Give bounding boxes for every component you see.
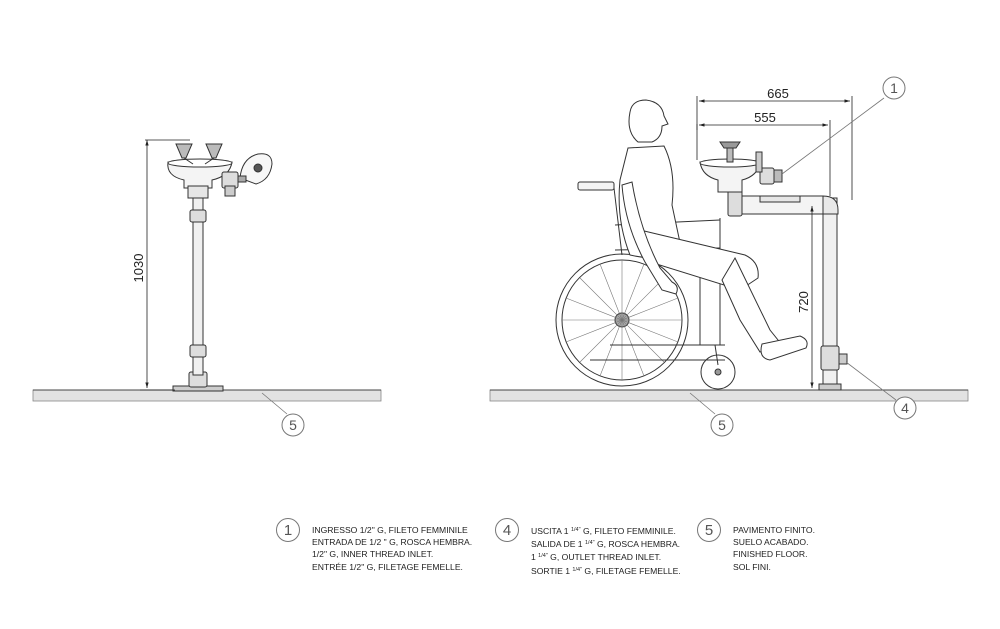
legend-line: ENTRÉE 1/2" G, FILETAGE FEMELLE. <box>312 561 463 572</box>
svg-text:4: 4 <box>901 400 909 416</box>
legend-text: USCITA 1 1/4" G, FILETO FEMMINILE. SALIDA… <box>531 517 681 577</box>
callout-floor-left: 5 <box>261 392 305 437</box>
legend-item-inlet: 1 INGRESSO 1/2" G, FILETO FEMMINILE ENTRA… <box>276 517 472 573</box>
svg-text:1: 1 <box>890 80 898 96</box>
legend-item-floor: 5 PAVIMENTO FINITO. SUELO ACABADO.FINISHE… <box>697 517 815 573</box>
dimension-depth-outer-label: 665 <box>767 86 789 101</box>
legend-line: SALIDA DE 1 1/4" G, ROSCA HEMBRA. <box>531 539 681 550</box>
dimension-height-total <box>140 139 190 391</box>
callout-outlet: 4 <box>845 361 917 420</box>
wheelchair <box>555 181 736 390</box>
legend-item-outlet: 4 USCITA 1 1/4" G, FILETO FEMMINILE. SALI… <box>495 517 681 577</box>
legend-line: PAVIMENTO FINITO. <box>733 525 815 535</box>
right-floor <box>489 389 969 402</box>
left-fountain <box>167 143 273 392</box>
legend-text: PAVIMENTO FINITO. SUELO ACABADO.FINISHED … <box>733 517 815 573</box>
dimension-depth-inner <box>696 120 831 196</box>
legend-line: ENTRADA DE 1/2 " G, ROSCA HEMBRA. <box>312 537 473 548</box>
legend-text: INGRESSO 1/2" G, FILETO FEMMINILE ENTRADA… <box>312 517 472 573</box>
svg-text:5: 5 <box>289 417 297 433</box>
callout-floor-right: 5 <box>689 392 734 437</box>
legend-number: 5 <box>697 518 721 542</box>
wall-fountain <box>699 141 848 391</box>
svg-text:5: 5 <box>718 417 726 433</box>
legend-line: INGRESSO 1/2" G, FILETO FEMMINILE <box>312 525 468 535</box>
legend-line: 1/2" G, INNER THREAD INLET. <box>312 549 434 560</box>
legend-number: 4 <box>495 518 519 542</box>
legend-line: SORTIE 1 1/4" G, FILETAGE FEMELLE. <box>531 565 681 576</box>
left-floor <box>32 389 382 402</box>
dimension-height-total-label: 1030 <box>131 254 146 283</box>
legend-line: SOL FINI. <box>733 561 771 572</box>
legend-line: USCITA 1 1/4" G, FILETO FEMMINILE. <box>531 526 676 536</box>
legend-number: 1 <box>276 518 300 542</box>
dimension-height-inlet-label: 720 <box>796 291 811 313</box>
callout-inlet: 1 <box>781 76 906 175</box>
legend-line: 1 1/4" G, OUTLET THREAD INLET. <box>531 552 662 563</box>
seated-person <box>618 99 808 361</box>
legend-line: FINISHED FLOOR. <box>733 549 808 560</box>
legend-line: SUELO ACABADO. <box>733 537 809 548</box>
dimension-depth-inner-label: 555 <box>754 110 776 125</box>
